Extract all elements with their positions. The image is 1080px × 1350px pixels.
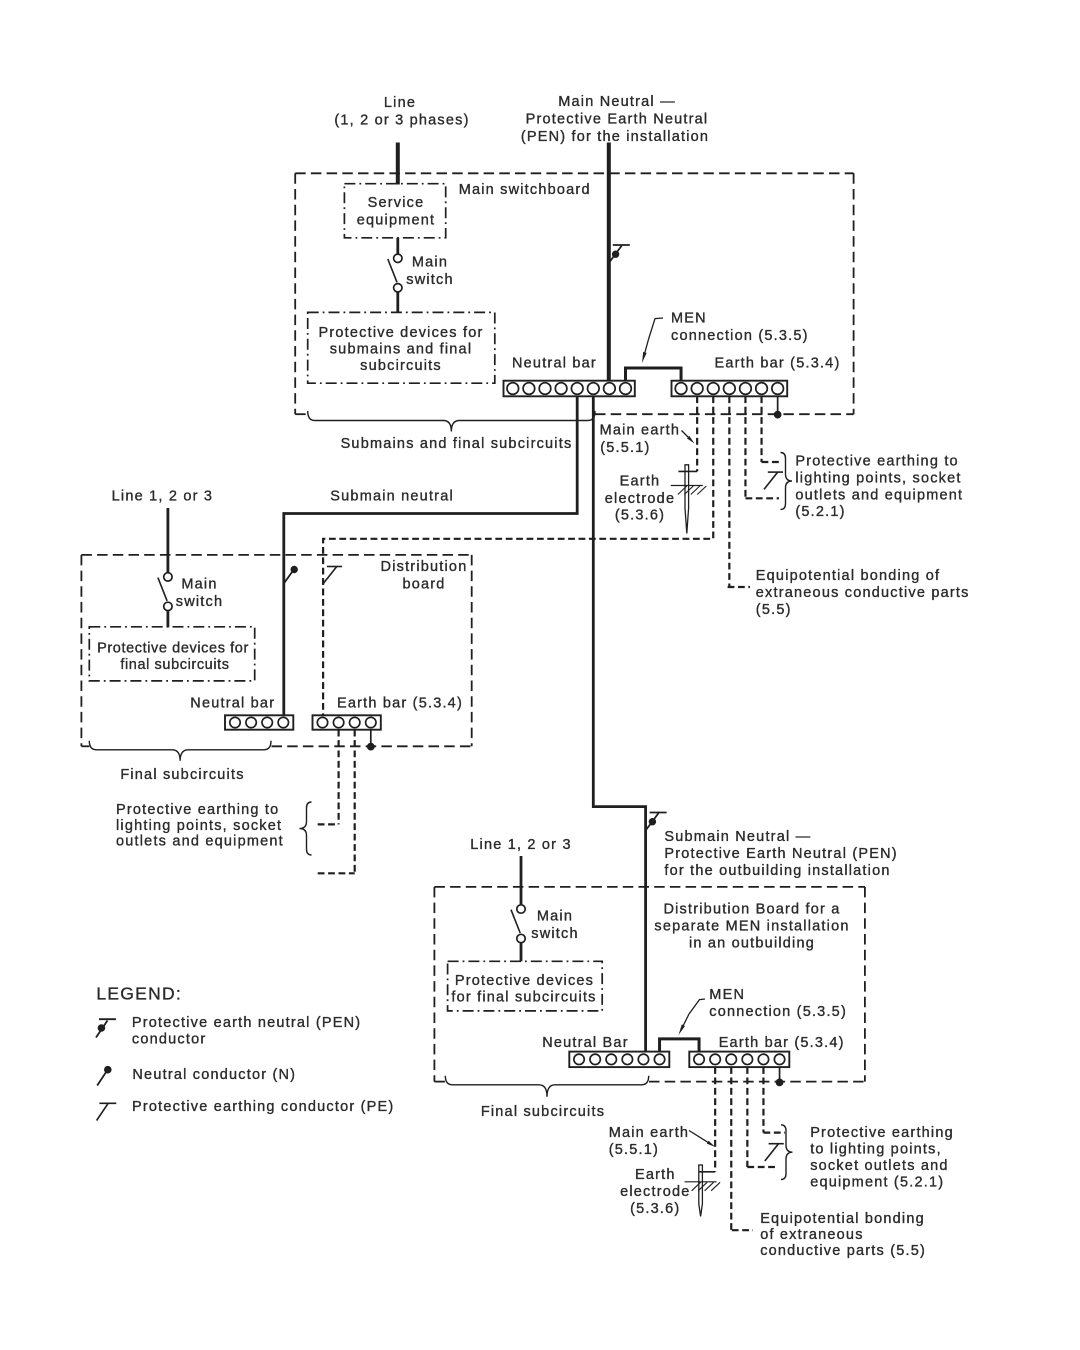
svg-text:(5.5): (5.5)	[756, 602, 792, 618]
svg-text:Main: Main	[412, 255, 448, 271]
svg-text:Main: Main	[181, 577, 217, 593]
svg-text:Main earth: Main earth	[600, 423, 681, 439]
svg-text:MEN: MEN	[671, 311, 707, 327]
svg-text:Earth bar (5.3.4): Earth bar (5.3.4)	[337, 695, 463, 711]
svg-text:outlets and equipment: outlets and equipment	[116, 834, 284, 850]
svg-text:Protective earth neutral (PEN): Protective earth neutral (PEN)	[132, 1015, 361, 1031]
svg-text:Protective earthing conductor: Protective earthing conductor (PE)	[132, 1099, 394, 1115]
svg-text:in an outbuilding: in an outbuilding	[689, 935, 815, 951]
svg-text:extraneous conductive parts: extraneous conductive parts	[756, 585, 970, 601]
svg-text:(1, 2 or 3 phases): (1, 2 or 3 phases)	[334, 112, 469, 128]
svg-text:(5.5.1): (5.5.1)	[609, 1142, 659, 1158]
svg-text:switch: switch	[406, 272, 454, 288]
svg-text:Earth: Earth	[620, 474, 661, 490]
svg-text:Neutral bar: Neutral bar	[512, 356, 597, 372]
svg-text:outlets and equipment: outlets and equipment	[795, 487, 963, 503]
svg-text:for final subcircuits: for final subcircuits	[451, 990, 596, 1006]
svg-text:(5.3.6): (5.3.6)	[615, 508, 665, 524]
svg-text:Earth: Earth	[635, 1167, 676, 1183]
svg-text:electrode: electrode	[605, 491, 675, 507]
svg-text:Distribution Board for a: Distribution Board for a	[663, 901, 840, 917]
svg-text:Main: Main	[537, 909, 573, 925]
svg-text:final subcircuits: final subcircuits	[120, 657, 229, 673]
svg-text:LEGEND:: LEGEND:	[96, 983, 182, 1003]
svg-text:conductor: conductor	[132, 1032, 206, 1048]
svg-text:Protective Earth Neutral: Protective Earth Neutral	[526, 111, 709, 127]
svg-text:Submains and final subcircuits: Submains and final subcircuits	[341, 436, 573, 452]
svg-text:Protective earthing: Protective earthing	[810, 1125, 954, 1141]
svg-text:Main Neutral —: Main Neutral —	[558, 94, 676, 110]
svg-text:(5.2.1): (5.2.1)	[795, 504, 845, 520]
svg-text:electrode: electrode	[620, 1184, 690, 1200]
svg-text:connection (5.3.5): connection (5.3.5)	[709, 1004, 847, 1020]
svg-text:switch: switch	[531, 926, 579, 942]
svg-text:equipment: equipment	[357, 212, 436, 228]
svg-text:Earth bar (5.3.4): Earth bar (5.3.4)	[719, 1035, 845, 1051]
svg-text:Protective Earth Neutral (PEN): Protective Earth Neutral (PEN)	[664, 846, 897, 862]
svg-text:Equipotential bonding: Equipotential bonding	[760, 1211, 925, 1227]
svg-text:Protective earthing to: Protective earthing to	[795, 454, 958, 470]
svg-text:lighting points, socket: lighting points, socket	[795, 470, 961, 486]
svg-text:Line 1, 2 or 3: Line 1, 2 or 3	[470, 837, 571, 853]
svg-text:Submain neutral: Submain neutral	[330, 489, 454, 505]
svg-text:MEN: MEN	[709, 987, 745, 1003]
svg-text:subcircuits: subcircuits	[360, 358, 442, 374]
svg-text:Main earth: Main earth	[609, 1125, 690, 1141]
svg-text:Protective devices for: Protective devices for	[97, 641, 249, 657]
svg-text:Neutral Bar: Neutral Bar	[542, 1035, 629, 1051]
svg-text:(5.3.6): (5.3.6)	[630, 1201, 680, 1217]
svg-text:Line: Line	[384, 95, 416, 111]
svg-text:lighting points, socket: lighting points, socket	[116, 818, 282, 834]
svg-text:submains and final: submains and final	[330, 342, 473, 358]
svg-text:for the outbuilding installati: for the outbuilding installation	[664, 863, 890, 879]
svg-text:switch: switch	[176, 594, 224, 610]
svg-text:Line 1, 2 or 3: Line 1, 2 or 3	[112, 489, 213, 505]
svg-text:connection (5.3.5): connection (5.3.5)	[671, 328, 809, 344]
svg-text:Protective devices for: Protective devices for	[318, 325, 483, 341]
svg-text:(PEN) for the installation: (PEN) for the installation	[521, 129, 709, 145]
svg-text:Submain Neutral —: Submain Neutral —	[664, 829, 811, 845]
svg-text:Neutral bar: Neutral bar	[190, 695, 275, 711]
svg-text:Earth bar (5.3.4): Earth bar (5.3.4)	[715, 356, 841, 372]
svg-text:to lighting points,: to lighting points,	[810, 1141, 942, 1157]
svg-text:Service: Service	[368, 195, 425, 211]
svg-text:conductive parts (5.5): conductive parts (5.5)	[760, 1243, 926, 1259]
svg-text:equipment (5.2.1): equipment (5.2.1)	[810, 1174, 944, 1190]
svg-text:Protective earthing to: Protective earthing to	[116, 802, 279, 818]
svg-text:Main switchboard: Main switchboard	[459, 182, 591, 198]
svg-text:socket outlets and: socket outlets and	[810, 1158, 948, 1174]
svg-text:of extraneous: of extraneous	[760, 1227, 863, 1243]
svg-text:Distribution: Distribution	[381, 559, 468, 575]
svg-text:separate MEN installation: separate MEN installation	[654, 918, 849, 934]
svg-text:board: board	[402, 576, 445, 592]
svg-text:Protective devices: Protective devices	[455, 973, 594, 989]
svg-text:Final subcircuits: Final subcircuits	[481, 1104, 605, 1120]
svg-text:Equipotential bonding of: Equipotential bonding of	[756, 568, 940, 584]
svg-text:Final subcircuits: Final subcircuits	[120, 767, 244, 783]
svg-text:(5.5.1): (5.5.1)	[600, 440, 650, 456]
svg-text:Neutral conductor (N): Neutral conductor (N)	[132, 1067, 296, 1083]
